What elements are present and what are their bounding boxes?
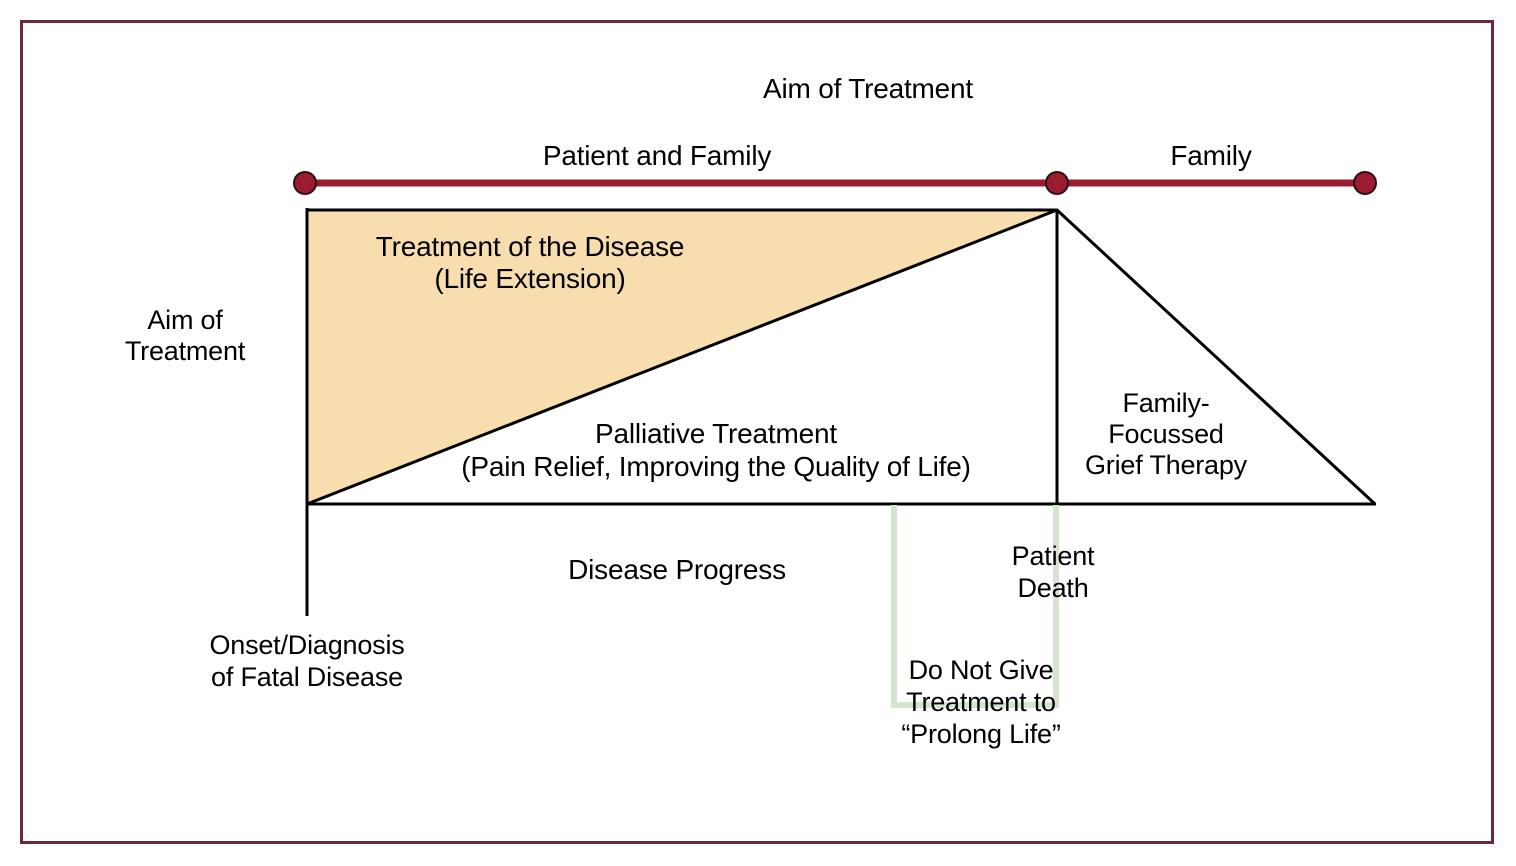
timeline-segment-patient-family: Patient and Family <box>542 140 772 171</box>
onset-marker-icon <box>293 171 317 195</box>
y-axis-label-line1: Aim of <box>147 305 223 335</box>
do-not-treat-bracket <box>891 505 1059 708</box>
patient-death-label-line2: Death <box>1017 573 1089 603</box>
disease-palliative-divider <box>306 208 1058 506</box>
figure-border <box>20 20 1494 844</box>
palliative-label-line1: Palliative Treatment <box>595 418 837 449</box>
onset-label-line2: of Fatal Disease <box>211 662 403 692</box>
y-axis-label-line2: Treatment <box>124 336 246 366</box>
grief-therapy-label-line2: Focussed <box>1108 419 1224 449</box>
grief-therapy-label-line3: Grief Therapy <box>1085 450 1247 480</box>
disease-treatment-label-line2: (Life Extension) <box>434 263 626 294</box>
do-not-give-label-line3: “Prolong Life” <box>901 719 1061 749</box>
palliative-label-line2: (Pain Relief, Improving the Quality of L… <box>461 451 971 482</box>
onset-label-line1: Onset/Diagnosis <box>209 630 405 660</box>
do-not-give-label-line1: Do Not Give <box>908 655 1054 685</box>
disease-treatment-label-line1: Treatment of the Disease <box>375 231 685 262</box>
patient-death-label-line1: Patient <box>1011 541 1095 571</box>
death-marker-icon <box>1045 171 1069 195</box>
x-axis-label: Disease Progress <box>568 554 786 585</box>
do-not-give-label-line2: Treatment to <box>906 687 1056 717</box>
timeline-segment-family: Family <box>1170 140 1252 171</box>
grief-therapy-label-line1: Family- <box>1122 388 1210 418</box>
figure-title: Aim of Treatment <box>763 73 973 104</box>
end-marker-icon <box>1353 171 1377 195</box>
grief-therapy-slope <box>1055 208 1377 506</box>
